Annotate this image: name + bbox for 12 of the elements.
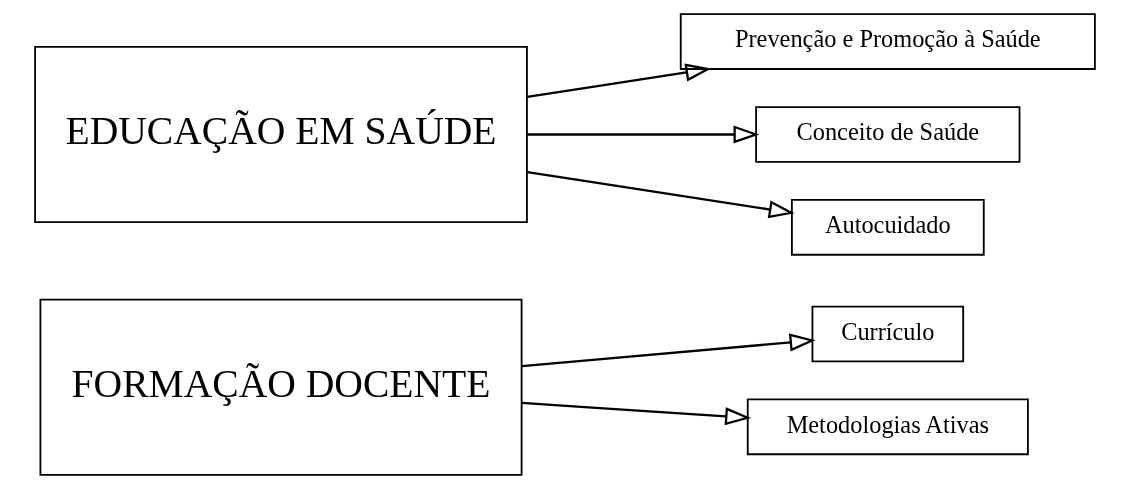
arrow <box>521 333 816 368</box>
arrow <box>527 171 795 219</box>
arrow <box>527 125 760 144</box>
node-box: FORMAÇÃO DOCENTE <box>39 298 523 476</box>
node-box: Autocuidado <box>790 199 985 256</box>
node-box: Prevenção e Promoção à Saúde <box>679 13 1096 70</box>
node-box: Currículo <box>811 305 965 363</box>
node-box: EDUCAÇÃO EM SAÚDE <box>34 46 528 223</box>
node-box: Metodologias Ativas <box>746 398 1029 456</box>
node-box: Conceito de Saúde <box>755 106 1021 163</box>
arrow <box>527 63 712 98</box>
arrow <box>521 401 752 426</box>
